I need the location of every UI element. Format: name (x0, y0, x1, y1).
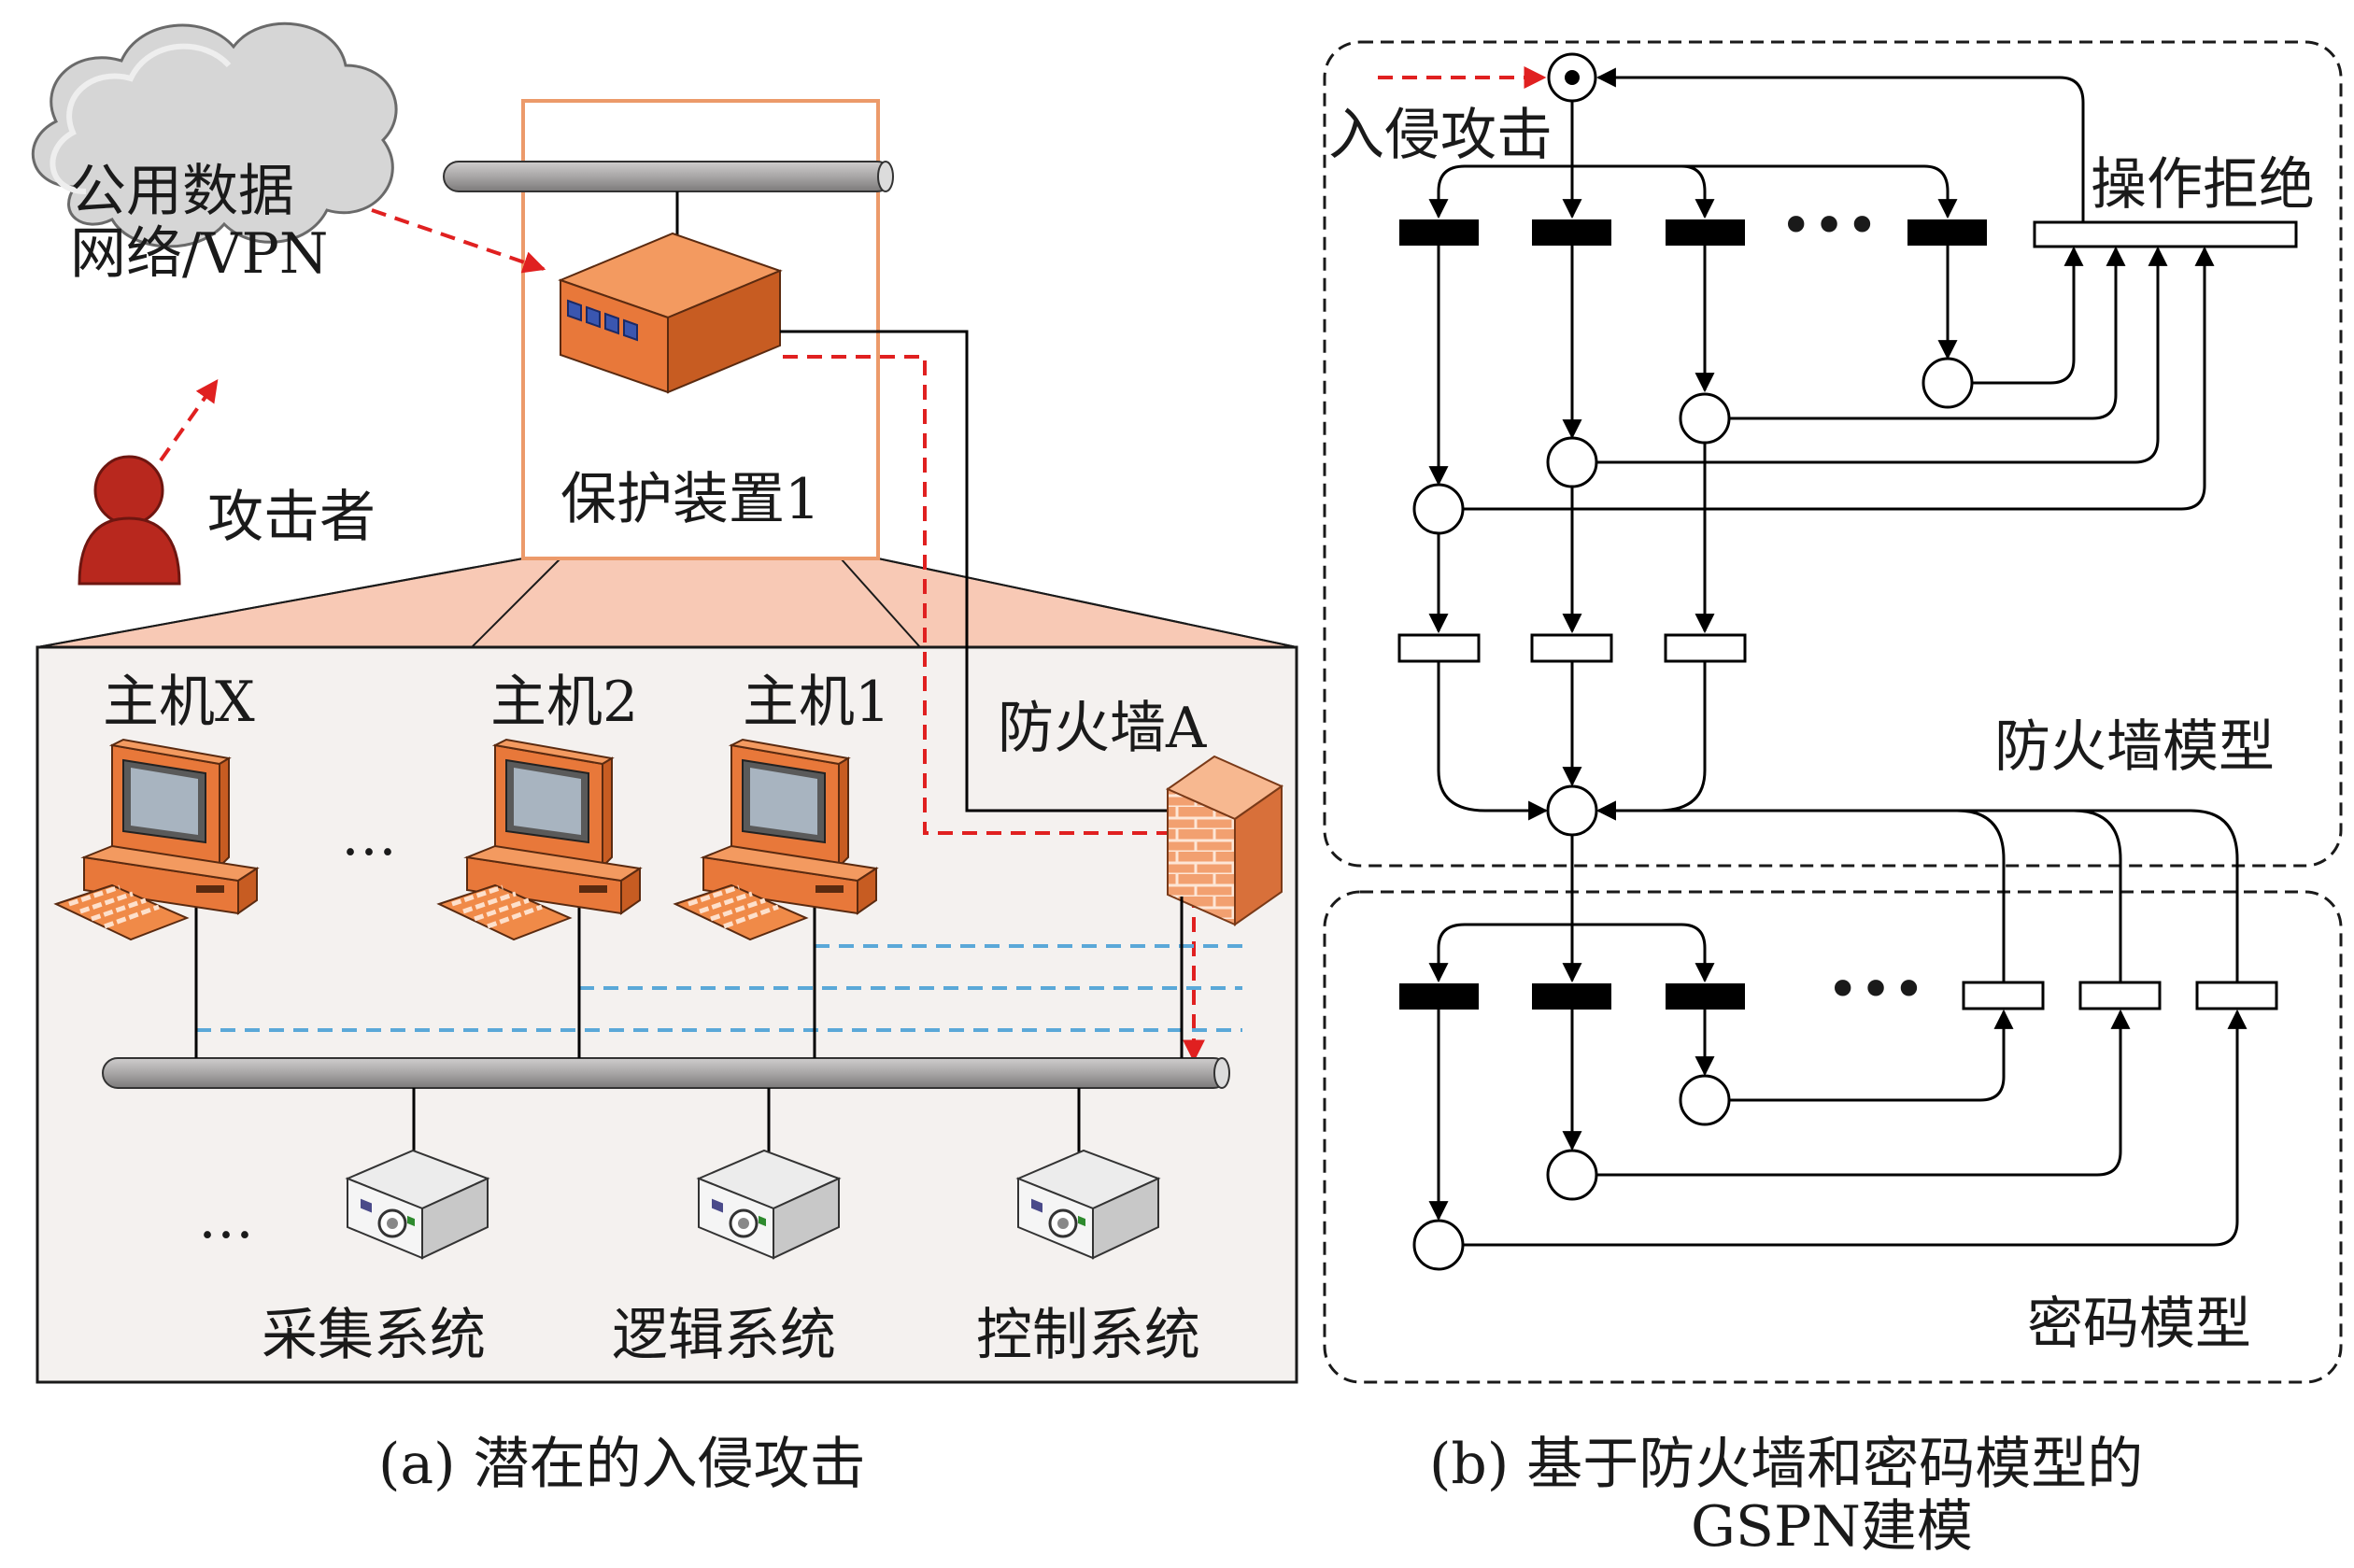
caption-b-line1: (b) 基于防火墙和密码模型的 (1429, 1432, 2143, 1497)
panel-b: 入侵攻击 ••• 操作拒绝 (1323, 40, 2343, 1560)
host-2-label: 主机2 (490, 670, 638, 735)
timed-transitions-firewall (1397, 633, 1747, 663)
hosts-ellipsis: … (341, 803, 397, 869)
public-network-cloud-icon (31, 21, 398, 248)
caption-a: (a) 潜在的入侵攻击 (378, 1432, 866, 1497)
firewall-dots: ••• (1780, 193, 1879, 259)
intrusion-label: 入侵攻击 (1328, 103, 1553, 168)
zoom-funnel (36, 558, 1298, 648)
systems-ellipsis: … (198, 1186, 254, 1251)
attack-path (159, 208, 1205, 1063)
cloud-label-line1: 公用数据 (70, 159, 294, 224)
timed-transitions-password (1962, 981, 2278, 1010)
token (1565, 70, 1580, 85)
logic-system-label: 逻辑系统 (612, 1303, 836, 1368)
station-bus (443, 161, 893, 192)
protection-device-frame (521, 99, 880, 560)
process-bus (102, 1057, 1229, 1089)
attacker-label: 攻击者 (207, 485, 376, 550)
firewall-label: 防火墙A (998, 696, 1207, 761)
firewall-model-frame (1323, 40, 2343, 868)
reject-transition (2033, 220, 2298, 248)
immediate-transitions-password (1399, 983, 1745, 1010)
central-place (1546, 784, 1598, 837)
immediate-transitions-firewall (1399, 219, 1987, 246)
attacker-icon (78, 455, 181, 586)
places-firewall (1412, 357, 1974, 535)
control-system-label: 控制系统 (976, 1303, 1200, 1368)
caption-b-line2: GSPN建模 (1691, 1494, 1973, 1560)
firewall-model-label: 防火墙模型 (1994, 714, 2275, 780)
password-dots: ••• (1826, 957, 1925, 1023)
cloud-label-line2: 网络/VPN (70, 221, 328, 287)
reject-label: 操作拒绝 (2091, 152, 2315, 218)
password-model-frame (1323, 890, 2343, 1384)
acquisition-system-label: 采集系统 (262, 1303, 486, 1368)
device-firewall-link (780, 330, 1168, 812)
protection-device-icon (558, 232, 783, 394)
host-1-label: 主机1 (743, 670, 890, 735)
host-x-label: 主机X (103, 670, 255, 735)
password-model-label: 密码模型 (2027, 1292, 2251, 1357)
panel-a: 公用数据 网络/VPN 攻击者 防火墙A (31, 21, 1298, 1497)
substation-network-panel (35, 645, 1298, 1384)
firewall-icon (1165, 755, 1284, 926)
host-data-links (196, 944, 1242, 1032)
protection-device-label: 保护装置1 (560, 467, 820, 532)
